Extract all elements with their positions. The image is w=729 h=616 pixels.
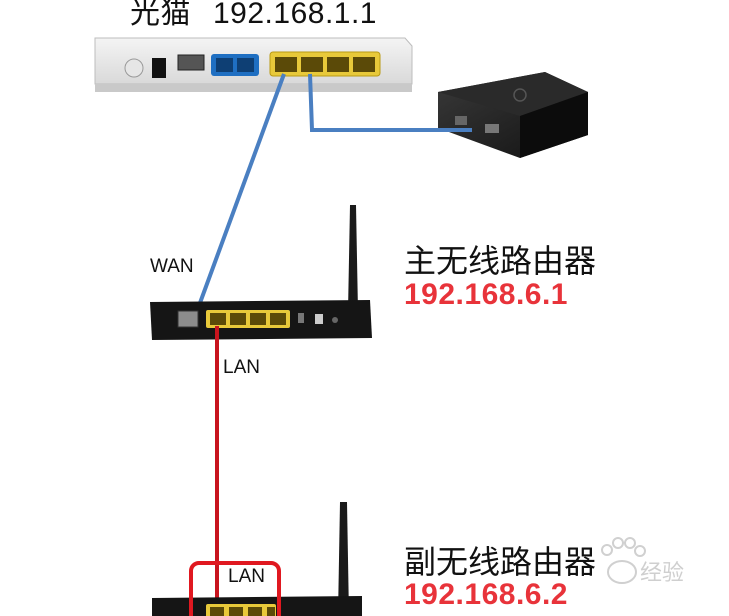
main-lan-label: LAN [223,357,260,378]
watermark-text: 经验 [640,560,685,585]
set-top-box [438,72,588,158]
sub-router-name: 副无线路由器 [404,544,597,580]
modem-name: 光猫 [130,0,191,30]
modem-device [94,37,413,92]
sub-lan-label: LAN [228,566,265,587]
modem-label: 光猫 192.168.1.1 [130,0,377,32]
sub-router-device [152,502,362,616]
main-router-name: 主无线路由器 [404,243,597,279]
cable-modem-to-wan [191,73,286,323]
cable-modem-to-stb [308,73,472,132]
wan-label: WAN [150,256,194,277]
sub-lan-highlight-box [189,561,281,616]
baidu-paw-icon [601,537,646,584]
main-router-ip: 192.168.6.1 [404,278,568,311]
main-router-device [150,205,372,340]
modem-ip: 192.168.1.1 [213,0,377,30]
sub-router-ip: 192.168.6.2 [404,578,568,611]
